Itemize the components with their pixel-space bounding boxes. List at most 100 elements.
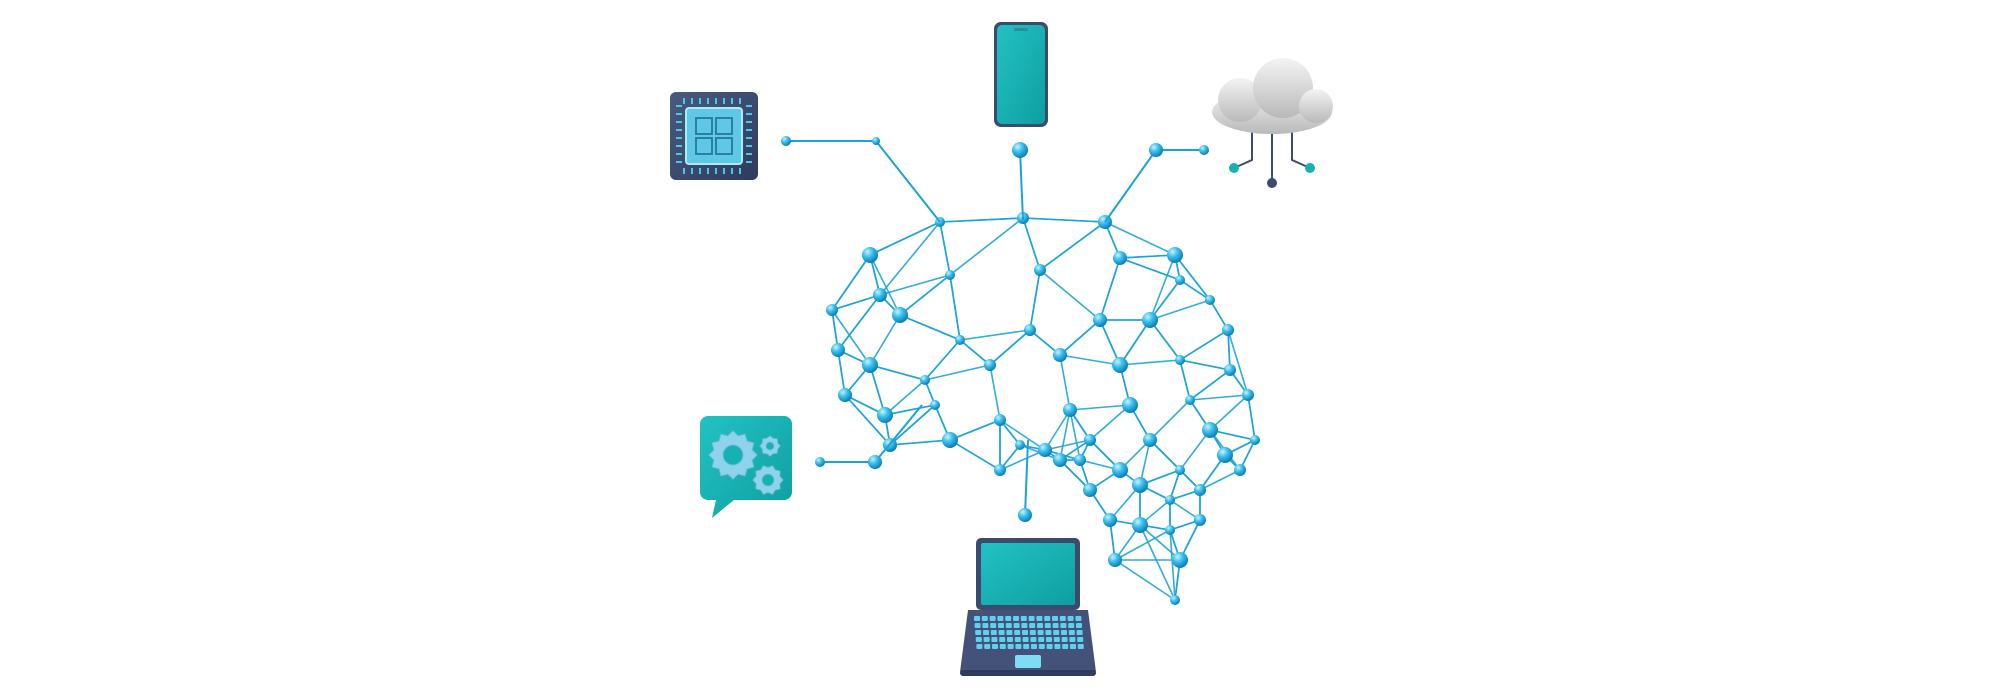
laptop-key — [1007, 637, 1013, 642]
brain-link — [1039, 221, 1106, 271]
laptop-key — [1077, 644, 1084, 649]
brain-node — [994, 464, 1006, 476]
laptop-key — [997, 616, 1004, 621]
device-connectors — [786, 140, 1204, 516]
brain-link — [1069, 404, 1131, 411]
brain-node — [994, 414, 1006, 426]
laptop-key — [1013, 616, 1019, 621]
laptop-key — [982, 623, 989, 628]
brain-link — [1119, 254, 1176, 259]
laptop-key — [974, 616, 980, 621]
brain-link — [1119, 359, 1181, 366]
brain-link — [949, 217, 1024, 276]
brain-node — [1175, 275, 1185, 285]
brain-node — [1038, 443, 1052, 457]
gear-hub — [765, 441, 775, 451]
brain-node — [1093, 313, 1107, 327]
brain-node — [1024, 324, 1036, 336]
laptop-key — [1007, 644, 1014, 649]
brain-node — [831, 343, 845, 357]
laptop-key — [1062, 644, 1069, 649]
brain-link — [1169, 469, 1181, 501]
brain-node — [1015, 440, 1025, 450]
brain-node — [873, 288, 887, 302]
brain-link — [1114, 529, 1171, 561]
brain-node — [1113, 251, 1127, 265]
laptop-key — [998, 623, 1004, 628]
brain-node — [984, 359, 996, 371]
laptop-key — [990, 623, 997, 628]
laptop-key — [1005, 616, 1012, 621]
connector-endpoints — [781, 136, 1209, 522]
brain-node — [826, 304, 838, 316]
brain-link — [989, 329, 1031, 366]
laptop-key — [1067, 616, 1074, 621]
laptop-key — [1044, 623, 1051, 628]
connector-phone — [1019, 149, 1024, 221]
brain-link — [1059, 459, 1091, 491]
brain-node — [1112, 357, 1128, 373]
brain-node — [1165, 495, 1175, 505]
connector-gears — [820, 404, 923, 463]
laptop-key — [1061, 630, 1067, 635]
brain-link — [1099, 257, 1121, 321]
brain-node — [1175, 465, 1185, 475]
brain-link — [1059, 319, 1101, 356]
laptop-key — [1075, 616, 1082, 621]
laptop-key — [1053, 630, 1060, 635]
laptop-key — [1045, 630, 1052, 635]
laptop-key — [1077, 637, 1084, 642]
brain-node — [1175, 355, 1185, 365]
laptop-key — [1036, 616, 1043, 621]
laptop-icon — [960, 538, 1096, 676]
brain-link — [869, 364, 926, 381]
brain-link — [879, 221, 941, 296]
brain-link — [1189, 394, 1249, 401]
brain-link — [949, 439, 1001, 471]
brain-link — [1189, 369, 1231, 401]
brain-network-icon — [826, 212, 1260, 605]
brain-link — [831, 294, 881, 311]
laptop-key — [1076, 630, 1083, 635]
brain-link — [1227, 329, 1249, 396]
brain-node — [1053, 453, 1067, 467]
brain-node — [955, 335, 965, 345]
laptop-key — [998, 630, 1005, 635]
brain-node — [1242, 389, 1254, 401]
laptop-key — [1031, 644, 1037, 649]
brain-link — [924, 364, 991, 381]
brain-node — [942, 432, 958, 448]
brain-link — [1044, 409, 1071, 451]
laptop-key — [1015, 644, 1022, 649]
laptop-key — [1022, 630, 1028, 635]
laptop-key — [974, 623, 981, 628]
brain-node — [1224, 364, 1236, 376]
laptop-key — [1022, 637, 1029, 642]
brain-node — [1185, 395, 1195, 405]
brain-link — [869, 254, 901, 316]
brain-link — [1119, 319, 1151, 366]
brain-node — [1194, 484, 1206, 496]
brain-node — [1132, 517, 1148, 533]
brain-link — [939, 217, 1024, 223]
brain-link — [989, 364, 1001, 421]
laptop-key — [983, 630, 989, 635]
gears-chat-bubble-icon — [700, 416, 792, 518]
laptop-key — [1068, 630, 1075, 635]
laptop-key — [989, 616, 996, 621]
laptop-key — [1059, 616, 1066, 621]
brain-link — [1199, 469, 1241, 491]
brain-node — [1167, 247, 1183, 263]
brain-node — [1250, 435, 1260, 445]
laptop-key — [1070, 644, 1076, 649]
brain-link — [1119, 257, 1181, 281]
laptop-key — [1005, 623, 1012, 628]
brain-node — [945, 270, 955, 280]
brain-link — [869, 364, 886, 416]
brain-link — [1174, 254, 1211, 301]
laptop-key — [1037, 623, 1043, 628]
brain-link — [1104, 221, 1176, 256]
brain-node — [1234, 464, 1246, 476]
brain-link — [1179, 329, 1229, 361]
